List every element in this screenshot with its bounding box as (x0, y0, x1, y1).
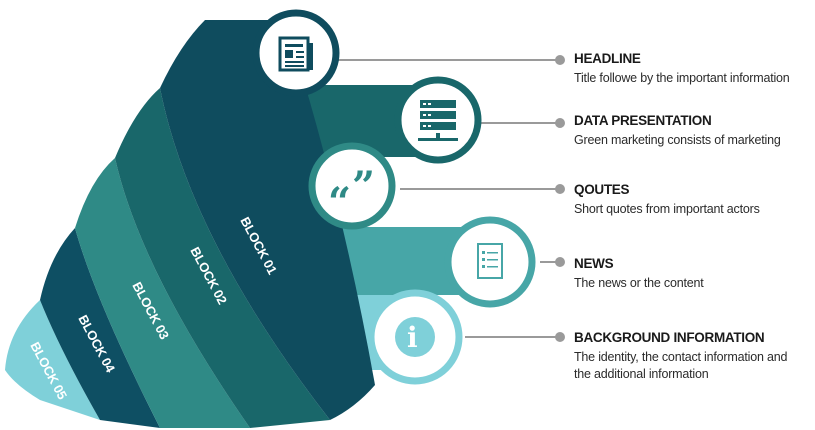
item-description: Green marketing consists of marketing (574, 133, 781, 147)
funnel-block-05 (5, 300, 100, 420)
item-description: The identity, the contact information an… (574, 350, 788, 381)
label-headline: HEADLINE Title followe by the important … (574, 51, 814, 87)
funnel-block-01 (160, 20, 375, 420)
funnel-block-02 (115, 88, 330, 428)
label-background-information: BACKGROUND INFORMATION The identity, the… (574, 330, 789, 383)
item-title: NEWS (574, 256, 614, 271)
item-description: Title followe by the important informati… (574, 71, 790, 85)
connector-data-presentation (480, 118, 565, 128)
item-title: DATA PRESENTATION (574, 113, 712, 128)
item-title: HEADLINE (574, 51, 641, 66)
server-icon (394, 76, 482, 164)
item-description: Short quotes from important actors (574, 202, 760, 216)
svg-text:i: i (407, 321, 418, 354)
svg-text:”: ” (352, 163, 375, 210)
funnel-block-03 (75, 158, 250, 428)
connector-headline (320, 55, 565, 65)
document-list-icon (444, 216, 536, 308)
svg-text:“: “ (328, 179, 351, 226)
quote-icon: “ ” (308, 142, 396, 230)
connector-background (465, 332, 565, 342)
item-title: QOUTES (574, 182, 630, 197)
funnel-block-04 (40, 228, 160, 428)
info-icon: i (367, 289, 463, 385)
connector-quotes (400, 184, 565, 194)
connector-news (540, 257, 565, 267)
label-data-presentation: DATA PRESENTATION Green marketing consis… (574, 113, 814, 149)
item-title: BACKGROUND INFORMATION (574, 330, 765, 345)
item-description: The news or the content (574, 276, 704, 290)
label-quotes: QOUTES Short quotes from important actor… (574, 182, 814, 218)
label-news: NEWS The news or the content (574, 256, 814, 292)
newspaper-icon (252, 9, 340, 97)
